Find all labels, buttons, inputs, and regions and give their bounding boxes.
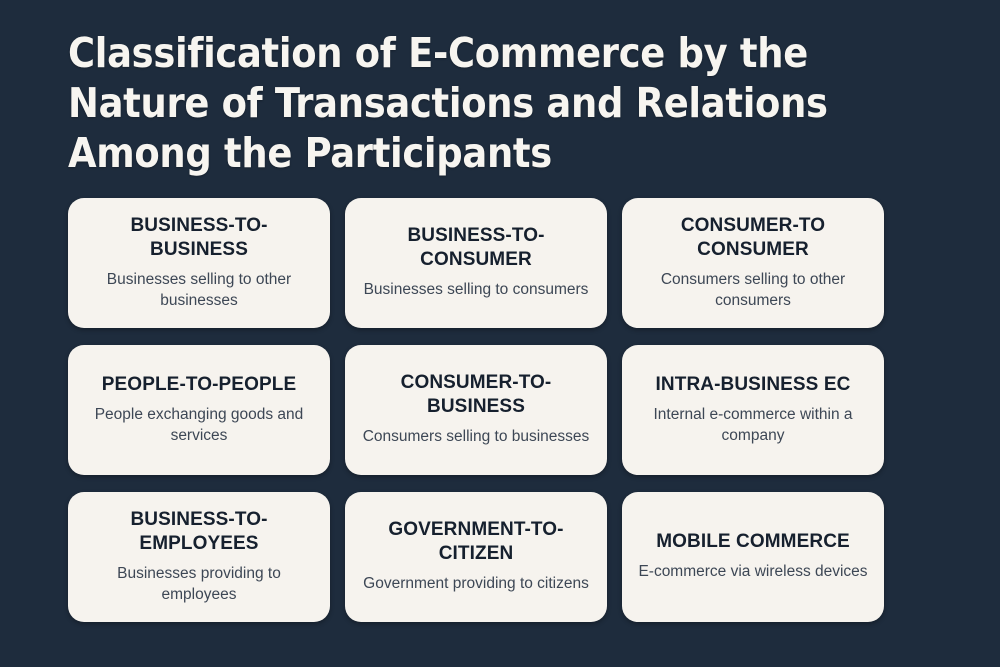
card-people-to-people: PEOPLE-TO-PEOPLE People exchanging goods… [68,345,330,475]
card-description: Consumers selling to other consumers [660,270,846,309]
card-title: BUSINESS-TO-BUSINESS [130,214,268,260]
card-title: INTRA-BUSINESS EC [655,373,851,395]
card-consumer-to-consumer: CONSUMER-TO CONSUMER Consumers selling t… [622,198,884,328]
card-description: E-commerce via wireless devices [638,563,868,580]
card-title: BUSINESS-TO-CONSUMER [407,225,545,270]
card-description: Businesses selling to other businesses [106,270,292,309]
card-title: GOVERNMENT-TO-CITIZEN [388,519,564,564]
card-intra-business-ec: INTRA-BUSINESS EC Internal e-commerce wi… [622,345,884,475]
card-title: PEOPLE-TO-PEOPLE [101,373,297,395]
card-title: MOBILE COMMERCE [656,531,850,552]
card-description: Internal e-commerce within a company [653,405,853,444]
card-title: CONSUMER-TO-BUSINESS [400,372,552,417]
card-description: Businesses providing to employees [117,564,281,603]
card-description: Businesses selling to consumers [363,281,589,298]
card-description: People exchanging goods and services [94,405,304,444]
card-business-to-business: BUSINESS-TO-BUSINESS Businesses selling … [68,198,330,328]
page-title: Classification of E-Commerce by the Natu… [68,29,828,177]
card-title: CONSUMER-TO CONSUMER [680,214,826,260]
card-description: Government providing to citizens [363,575,589,592]
card-mobile-commerce: MOBILE COMMERCE E-commerce via wireless … [622,492,884,622]
card-consumer-to-business: CONSUMER-TO-BUSINESS Consumers selling t… [345,345,607,475]
card-description: Consumers selling to businesses [362,428,590,445]
card-title: BUSINESS-TO-EMPLOYEES [130,508,268,554]
card-business-to-consumer: BUSINESS-TO-CONSUMER Businesses selling … [345,198,607,328]
card-business-to-employees: BUSINESS-TO-EMPLOYEES Businesses providi… [68,492,330,622]
header: Classification of E-Commerce by the Natu… [68,28,948,178]
card-government-to-citizen: GOVERNMENT-TO-CITIZEN Government providi… [345,492,607,622]
card-grid: BUSINESS-TO-BUSINESS Businesses selling … [68,198,884,622]
